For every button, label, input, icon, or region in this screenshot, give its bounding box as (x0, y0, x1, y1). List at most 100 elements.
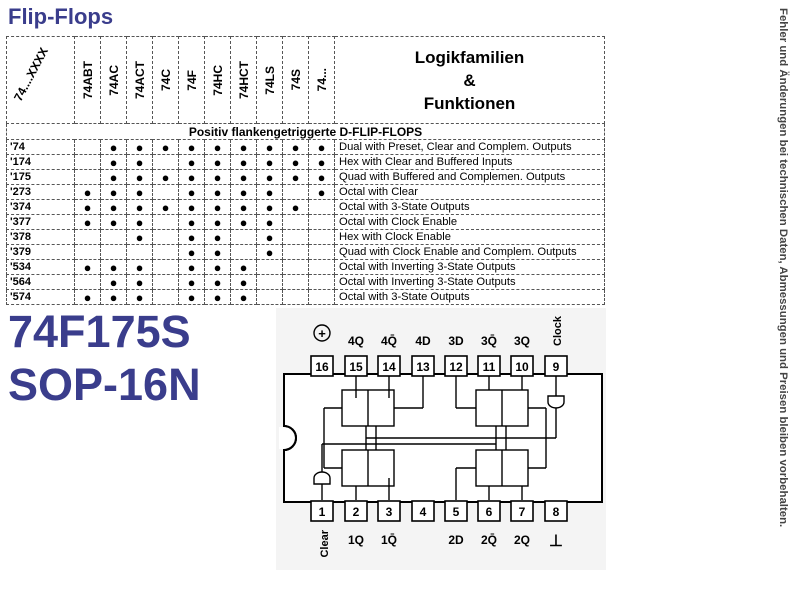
function-description: Octal with 3-State Outputs (334, 199, 605, 215)
empty-cell (230, 229, 257, 245)
function-description: Octal with Clear (334, 184, 605, 200)
pin-label: 3Q (514, 334, 530, 348)
table-row: '174●●●●●●●●Hex with Clear and Buffered … (6, 154, 605, 170)
available-dot: ● (204, 199, 231, 215)
pin-label: 4D (415, 334, 431, 348)
available-dot: ● (230, 289, 257, 305)
empty-cell (152, 154, 179, 170)
available-dot: ● (178, 139, 205, 155)
available-dot: ● (178, 184, 205, 200)
pin-box (510, 500, 534, 522)
function-description: Quad with Buffered and Complemen. Output… (334, 169, 605, 185)
disclaimer-note: Fehler und Änderungen bei technischen Da… (772, 8, 794, 596)
pin-label: 3Q̄ (481, 334, 497, 348)
empty-cell (282, 214, 309, 230)
available-dot: ● (100, 289, 127, 305)
available-dot: ● (126, 229, 153, 245)
available-dot: ● (256, 139, 283, 155)
available-dot: ● (152, 199, 179, 215)
empty-cell (282, 289, 309, 305)
type-code: '534 (6, 259, 75, 275)
family-header: 74ACT (126, 36, 153, 124)
pin-box (310, 355, 334, 377)
available-dot: ● (230, 169, 257, 185)
table-row: '379●●●Quad with Clock Enable and Comple… (6, 244, 605, 260)
empty-cell (308, 259, 335, 275)
pin-number: 5 (453, 505, 460, 519)
table-row: '377●●●●●●●Octal with Clock Enable (6, 214, 605, 230)
pin-labels: + 4Q 4Q̄ 4D 3D 3Q̄ 3Q Clock Clear 1Q 1Q̄… (313, 315, 564, 558)
notch-mask (279, 427, 286, 449)
available-dot: ● (178, 289, 205, 305)
table-row: '175●●●●●●●●●Quad with Buffered and Comp… (6, 169, 605, 185)
available-dot: ● (256, 154, 283, 170)
type-code: '379 (6, 244, 75, 260)
empty-cell (308, 199, 335, 215)
pin-box (477, 500, 501, 522)
section-title: Positiv flankengetriggerte D-FLIP-FLOPS (6, 123, 605, 140)
functions-header-line: Logikfamilien (414, 47, 525, 67)
available-dot: ● (100, 274, 127, 290)
available-dot: ● (178, 259, 205, 275)
family-header: 74S (282, 36, 309, 124)
pin-number: 10 (515, 360, 529, 374)
function-description: Octal with Inverting 3-State Outputs (334, 259, 605, 275)
available-dot: ● (204, 154, 231, 170)
functions-header-line: Funktionen (423, 93, 516, 113)
available-dot: ● (282, 154, 309, 170)
available-dot: ● (230, 199, 257, 215)
function-description: Hex with Clock Enable (334, 229, 605, 245)
family-header: 74ABT (74, 36, 101, 124)
pin-label: 1Q (348, 533, 364, 547)
available-dot: ● (230, 214, 257, 230)
available-dot: ● (204, 259, 231, 275)
ground-symbol: ⊥ (549, 533, 563, 550)
empty-cell (126, 244, 153, 260)
empty-cell (74, 169, 101, 185)
table-row: '273●●●●●●●●Octal with Clear (6, 184, 605, 200)
internal-wiring (313, 376, 565, 500)
page-title: Flip-Flops (8, 4, 114, 29)
family-header: 74HCT (230, 36, 257, 124)
vcc-icon (313, 324, 331, 342)
pin-box (444, 500, 468, 522)
available-dot: ● (74, 184, 101, 200)
available-dot: ● (74, 214, 101, 230)
available-dot: ● (126, 259, 153, 275)
available-dot: ● (204, 274, 231, 290)
available-dot: ● (282, 139, 309, 155)
pin-label: 2Q (514, 533, 530, 547)
empty-cell (282, 244, 309, 260)
clear-buffer (313, 471, 331, 485)
empty-cell (74, 274, 101, 290)
pin-number: 6 (486, 505, 493, 519)
section-row: Positiv flankengetriggerte D-FLIP-FLOPS (6, 123, 605, 140)
table-row: '564●●●●●Octal with Inverting 3-State Ou… (6, 274, 605, 290)
pin-number: 9 (553, 360, 560, 374)
available-dot: ● (256, 229, 283, 245)
pin-label: 2Q̄ (481, 533, 497, 547)
pin-label: 3D (448, 334, 464, 348)
empty-cell (152, 244, 179, 260)
pin-label: 1Q̄ (381, 533, 397, 547)
available-dot: ● (74, 259, 101, 275)
empty-cell (308, 274, 335, 290)
available-dot: ● (100, 139, 127, 155)
available-dot: ● (204, 214, 231, 230)
empty-cell (256, 289, 283, 305)
empty-cell (74, 229, 101, 245)
pin-number: 11 (483, 360, 496, 374)
available-dot: ● (74, 199, 101, 215)
type-code: '564 (6, 274, 75, 290)
available-dot: ● (100, 214, 127, 230)
family-header: 74... (308, 36, 335, 124)
table-row: '534●●●●●●Octal with Inverting 3-State O… (6, 259, 605, 275)
available-dot: ● (230, 154, 257, 170)
empty-cell (152, 289, 179, 305)
available-dot: ● (308, 184, 335, 200)
pin-number: 1 (319, 505, 326, 519)
available-dot: ● (100, 169, 127, 185)
empty-cell (256, 259, 283, 275)
